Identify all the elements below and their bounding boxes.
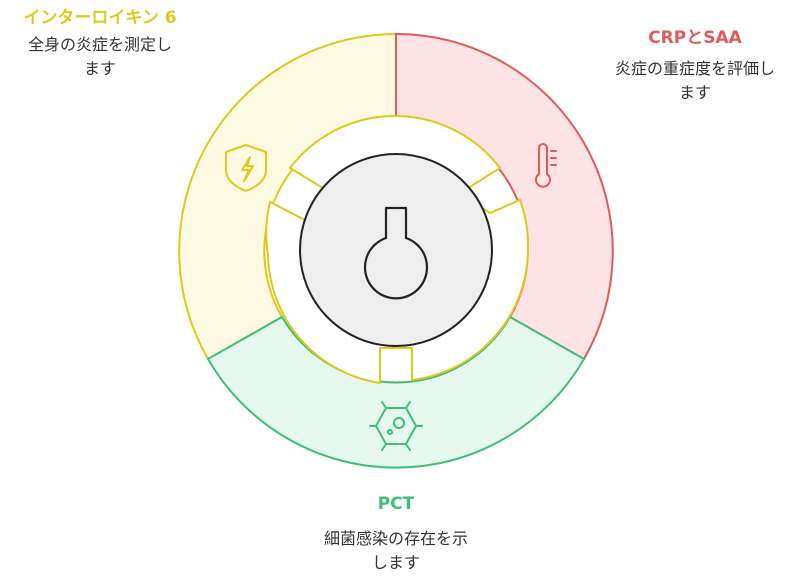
shield-lightning-icon [225,144,267,192]
thermometer-body [535,143,551,188]
bacteria-nucleus [393,417,405,429]
spike-6 [405,443,411,451]
spike-5 [381,443,387,451]
crp-saa-title: CRPとSAA [648,28,742,48]
outer-ring [178,32,614,469]
bacteria-icon [369,401,423,451]
lightning-bolt [241,156,254,182]
shield-shape [225,144,267,192]
pct-title: PCT [377,494,415,514]
label-il6: インターロイキン 6 全身の炎症を測定します [0,8,200,81]
pct-description: 細菌感染の存在を示します [323,529,468,572]
il6-description: 全身の炎症を測定します [27,35,172,78]
crp-saa-description: 炎症の重症度を評価します [614,59,775,102]
spike-2 [405,401,411,409]
il6-title: インターロイキン 6 [23,8,177,28]
label-pct: PCT 細菌感染の存在を示します [296,494,496,575]
thermometer-icon [535,143,557,188]
bacteria-dot [387,429,393,435]
label-crp-saa: CRPとSAA 炎症の重症度を評価します [600,28,790,105]
keyhole-icon [363,206,429,300]
keyhole-outline [363,206,429,300]
spike-1 [381,401,387,409]
segment-pct [206,315,586,469]
center-circle [299,153,493,347]
